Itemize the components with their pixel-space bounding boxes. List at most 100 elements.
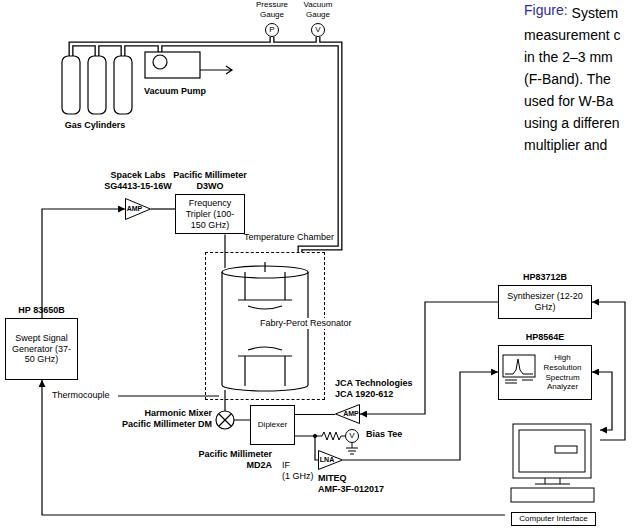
part-name: Vacuum Pump xyxy=(130,86,220,97)
node-body: Computer Interface xyxy=(511,512,596,526)
node-body: V xyxy=(312,24,324,36)
instrument-box: HP8564EHigh Resolution Spectrum Analyzer xyxy=(498,345,592,400)
resonator-rod xyxy=(225,262,265,411)
annotation: Vacuum Gauge xyxy=(293,0,343,19)
lower-mirror xyxy=(238,347,292,386)
connector xyxy=(224,234,225,252)
part-name: AMF-3F-012017 xyxy=(318,484,384,495)
part-name: SG4413-15-16W xyxy=(88,181,188,192)
cylinder xyxy=(88,56,106,114)
annotation: Thermocouple xyxy=(52,390,110,401)
front-panel xyxy=(505,380,533,383)
instrument-box: HP 83650BSwept Signal Generator (37-50 G… xyxy=(5,318,78,380)
part-name: D3WO xyxy=(160,181,260,192)
part-name: JCA 1920-612 xyxy=(335,389,393,400)
node-text: V xyxy=(349,431,354,441)
node-body: AMP xyxy=(125,198,151,220)
feed-waveguide xyxy=(224,252,225,268)
keyboard xyxy=(511,488,594,502)
part-name: MITEQ xyxy=(318,473,347,484)
instrument-model: HP83712B xyxy=(489,272,601,282)
part-name: Spacek Labs xyxy=(88,170,188,181)
node-text: P xyxy=(269,25,274,35)
triangle-shape xyxy=(336,405,360,424)
node-text: V xyxy=(315,25,320,35)
connector xyxy=(592,372,612,430)
connector xyxy=(151,208,175,209)
computer: Computer Interface xyxy=(505,420,600,528)
spectrum-trace xyxy=(505,359,533,374)
node-body: V xyxy=(346,430,358,442)
thermocouple-lead xyxy=(118,396,219,397)
part-name: Bias Tee xyxy=(366,429,402,440)
pump-outlet xyxy=(200,66,232,74)
node-text: High Resolution Spectrum Analyzer xyxy=(537,353,588,391)
part-name: Harmonic Mixer xyxy=(144,408,212,419)
instrument-box: HP83712BSynthesizer (12-20 GHz) xyxy=(498,285,592,319)
node-text: Swept Signal Generator (37-50 GHz) xyxy=(10,333,73,365)
diplexer-box: Diplexer xyxy=(250,405,295,445)
node-text: Temperature Chamber xyxy=(244,232,334,242)
resistor-symbol xyxy=(315,432,345,440)
gauge-dial: V xyxy=(311,23,325,37)
gauge-dial: P xyxy=(265,23,279,37)
multiplier-box: Frequency Tripler (100-150 GHz) xyxy=(175,194,245,234)
node-body: Frequency Tripler (100-150 GHz) xyxy=(176,195,244,233)
connector xyxy=(592,302,625,440)
connector xyxy=(42,380,505,515)
amplifier-symbol: LNA xyxy=(318,450,343,470)
monitor xyxy=(513,424,591,478)
mixer-wire xyxy=(219,414,250,426)
node-text: AMP xyxy=(127,205,143,213)
ground-symbol xyxy=(346,443,358,454)
resonator-bottom xyxy=(222,385,308,391)
node-text: Computer Interface xyxy=(519,514,587,524)
gas-cylinders xyxy=(62,56,132,114)
harmonic-mixer xyxy=(216,411,250,429)
node-text: AMP xyxy=(343,410,359,418)
part-name: Pacific Millimeter xyxy=(198,449,272,460)
figure-caption: System measurement c in the 2–3 mm (F-Ba… xyxy=(524,2,634,156)
instrument-model: HP 83650B xyxy=(0,305,87,315)
node-body: AMP xyxy=(335,404,360,424)
connector xyxy=(295,436,318,460)
spectrum-icon xyxy=(502,354,536,384)
pump-body xyxy=(145,52,200,78)
triangle-shape xyxy=(319,451,343,470)
fabry-perot-resonator xyxy=(222,252,308,411)
part-name: Pacific Millimeter DM xyxy=(122,419,212,430)
figure-tag: Figure: xyxy=(524,2,568,19)
amplifier-symbol: AMP xyxy=(335,404,360,424)
pump-rotor xyxy=(153,55,167,69)
gas-pipe xyxy=(71,37,340,252)
annotation: Pressure Gauge xyxy=(247,0,297,19)
node-text: Frequency Tripler (100-150 GHz) xyxy=(180,198,240,230)
cylinder xyxy=(62,56,80,114)
part-name: MD2A xyxy=(246,460,272,471)
interface-card xyxy=(555,446,577,453)
node-body: Diplexer xyxy=(251,406,294,444)
node-body: Swept Signal Generator (37-50 GHz) xyxy=(6,319,77,379)
part-name: Gas Cylinders xyxy=(45,120,145,131)
node-body: LNA xyxy=(318,450,343,470)
annotation: IF xyxy=(282,460,290,471)
annotation: (1 GHz) xyxy=(282,471,314,482)
cylinder xyxy=(114,56,132,114)
pipe-inner xyxy=(71,37,340,252)
voltage-source: V xyxy=(345,429,359,443)
monitor-stand xyxy=(535,478,570,484)
node-text: Synthesizer (12-20 GHz) xyxy=(503,291,587,313)
part-name: JCA Technologies xyxy=(335,378,413,389)
connector xyxy=(42,209,125,318)
node-body: Synthesizer (12-20 GHz) xyxy=(499,286,591,318)
monitor-screen xyxy=(519,430,585,472)
amplifier-symbol: AMP xyxy=(125,198,151,220)
node-text: Diplexer xyxy=(258,420,287,430)
node-body: High Resolution Spectrum Analyzer xyxy=(499,346,591,399)
instrument-model: HP8564E xyxy=(489,332,601,342)
screen xyxy=(503,355,535,377)
triangle-shape xyxy=(126,199,151,220)
node-body: P xyxy=(266,24,278,36)
part-name: Pacific Millimeter xyxy=(160,170,260,181)
